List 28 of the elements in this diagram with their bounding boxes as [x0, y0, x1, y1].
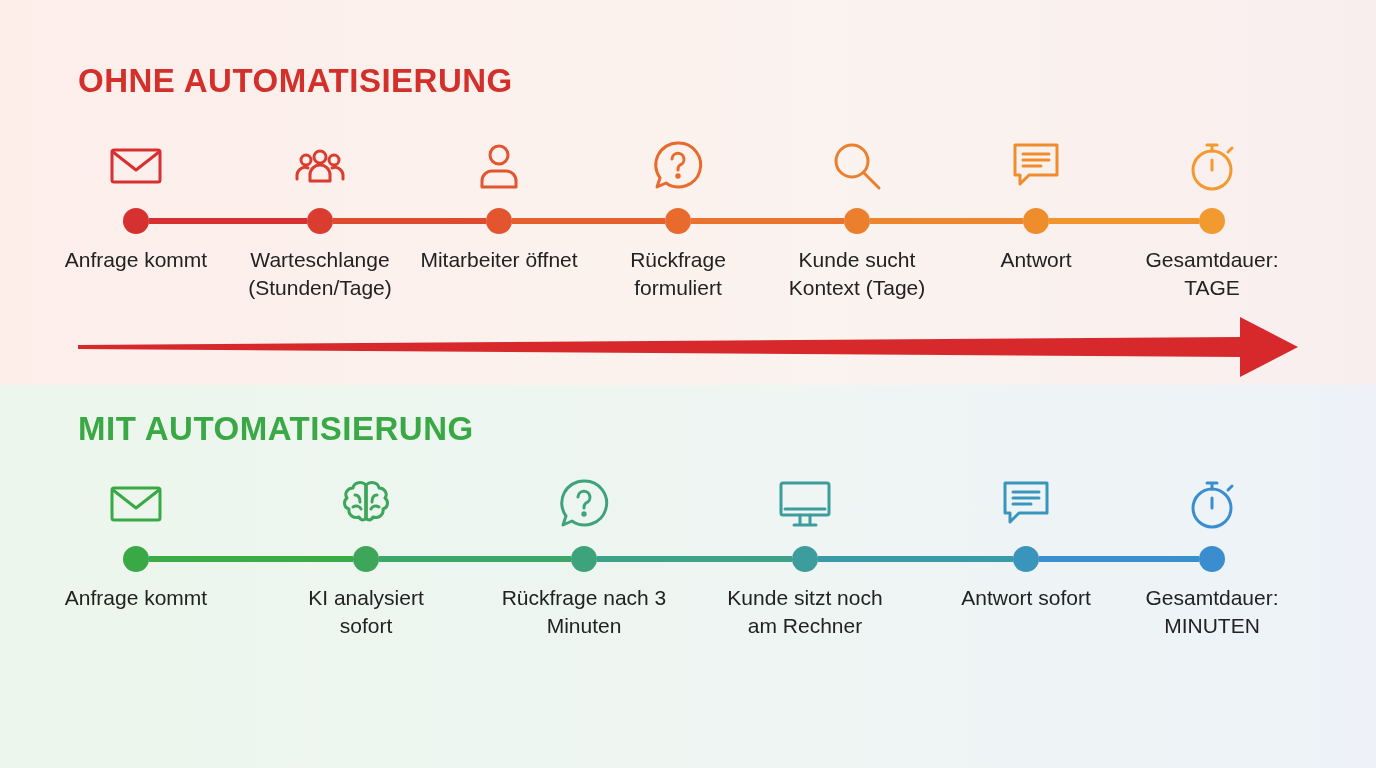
- step-label: Gesamtdauer: MINUTEN: [1144, 585, 1280, 639]
- step-label: Kunde sitzt noch am Rechner: [726, 585, 884, 639]
- timeline-line: [691, 218, 844, 224]
- timeline-line: [333, 218, 486, 224]
- step-label: Anfrage kommt: [64, 585, 208, 611]
- timeline-line: [597, 556, 792, 562]
- step-label: Antwort: [1000, 247, 1072, 273]
- step-label: Warteschlange (Stunden/Tage): [247, 247, 393, 301]
- step-label: Kunde sucht Kontext (Tage): [787, 247, 927, 301]
- step-label: Antwort sofort: [961, 585, 1091, 611]
- step-label: Rückfrage formuliert: [629, 247, 727, 301]
- timeline-line: [1039, 556, 1199, 562]
- timeline-line: [512, 218, 665, 224]
- section-band: [0, 0, 1376, 385]
- timeline-line: [379, 556, 571, 562]
- section-heading: OHNE AUTOMATISIERUNG: [78, 62, 513, 100]
- step-label: Rückfrage nach 3 Minuten: [500, 585, 668, 639]
- step-label: Anfrage kommt: [64, 247, 208, 273]
- step-label: KI analysiert sofort: [307, 585, 425, 639]
- step-label: Mitarbeiter öffnet: [420, 247, 578, 273]
- timeline-line: [149, 218, 307, 224]
- section-heading: MIT AUTOMATISIERUNG: [78, 410, 474, 448]
- timeline-line: [870, 218, 1023, 224]
- timeline-line: [149, 556, 353, 562]
- step-label: Gesamtdauer: TAGE: [1144, 247, 1280, 301]
- timeline-line: [1049, 218, 1199, 224]
- section-band: [0, 385, 1376, 768]
- timeline-line: [818, 556, 1013, 562]
